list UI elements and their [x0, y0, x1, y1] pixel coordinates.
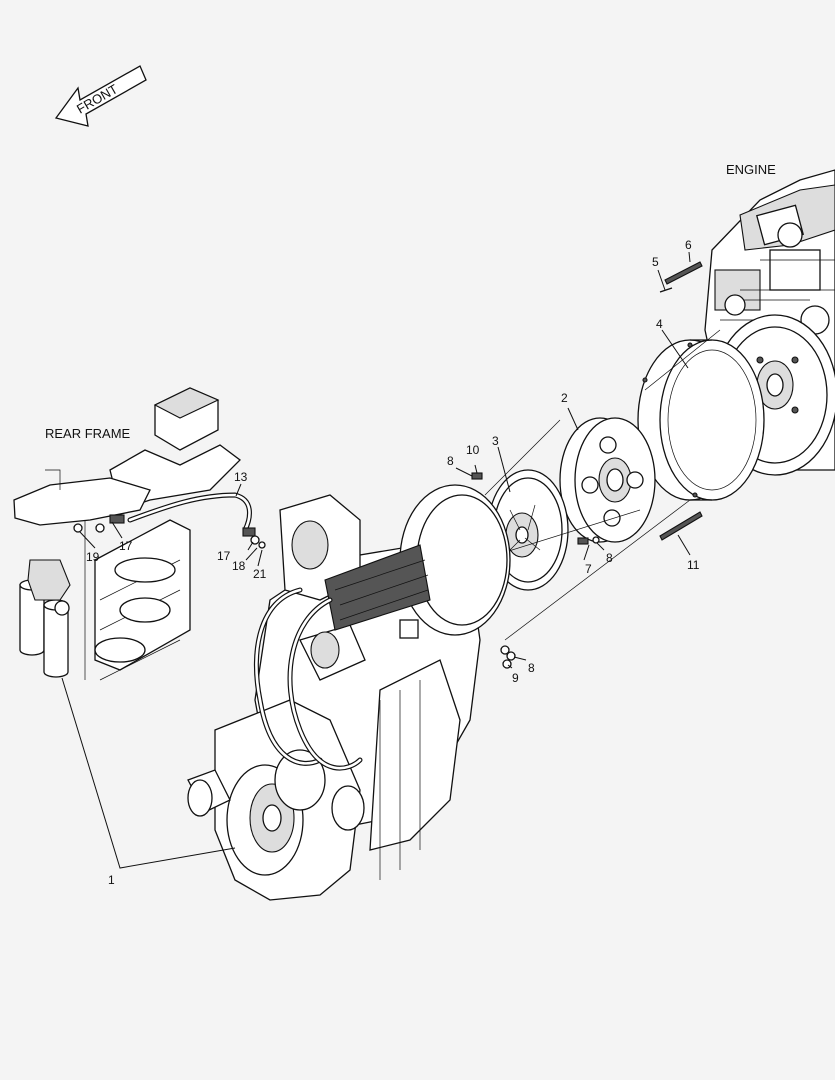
- assembly-lines: [479, 329, 721, 641]
- callout-11: 11: [687, 558, 700, 572]
- front-arrow: FRONT: [54, 65, 147, 127]
- callout-18: 18: [232, 559, 246, 573]
- transmission-housing: [187, 484, 511, 901]
- filter-canisters: [19, 559, 71, 678]
- engine-title: ENGINE: [726, 162, 776, 177]
- callout-10: 10: [466, 443, 480, 457]
- rear-frame-title: REAR FRAME: [45, 426, 131, 441]
- callout-9: 9: [512, 671, 519, 685]
- callout-2: 2: [561, 391, 568, 405]
- callouts: 1 2 3 4 5 6 7 8 8 8 9 10 11 13 17 17 18 …: [86, 238, 700, 887]
- callout-4: 4: [656, 317, 663, 331]
- rear-frame: [13, 387, 241, 681]
- callout-3: 3: [492, 434, 499, 448]
- callout-17a: 17: [119, 539, 133, 553]
- callout-19: 19: [86, 550, 100, 564]
- leader-lines: [61, 251, 691, 869]
- callout-8b: 8: [447, 454, 454, 468]
- callout-6: 6: [685, 238, 692, 252]
- hoses: [73, 492, 363, 771]
- part-4-housing-ring: [637, 339, 765, 501]
- callout-7: 7: [585, 562, 592, 576]
- part-2-adapter-plate: [559, 417, 656, 543]
- callout-17b: 17: [217, 549, 231, 563]
- callout-13: 13: [234, 470, 248, 484]
- callout-8a: 8: [606, 551, 613, 565]
- callout-1: 1: [108, 873, 115, 887]
- callout-8c: 8: [528, 661, 535, 675]
- callout-5: 5: [652, 255, 659, 269]
- callout-21: 21: [253, 567, 267, 581]
